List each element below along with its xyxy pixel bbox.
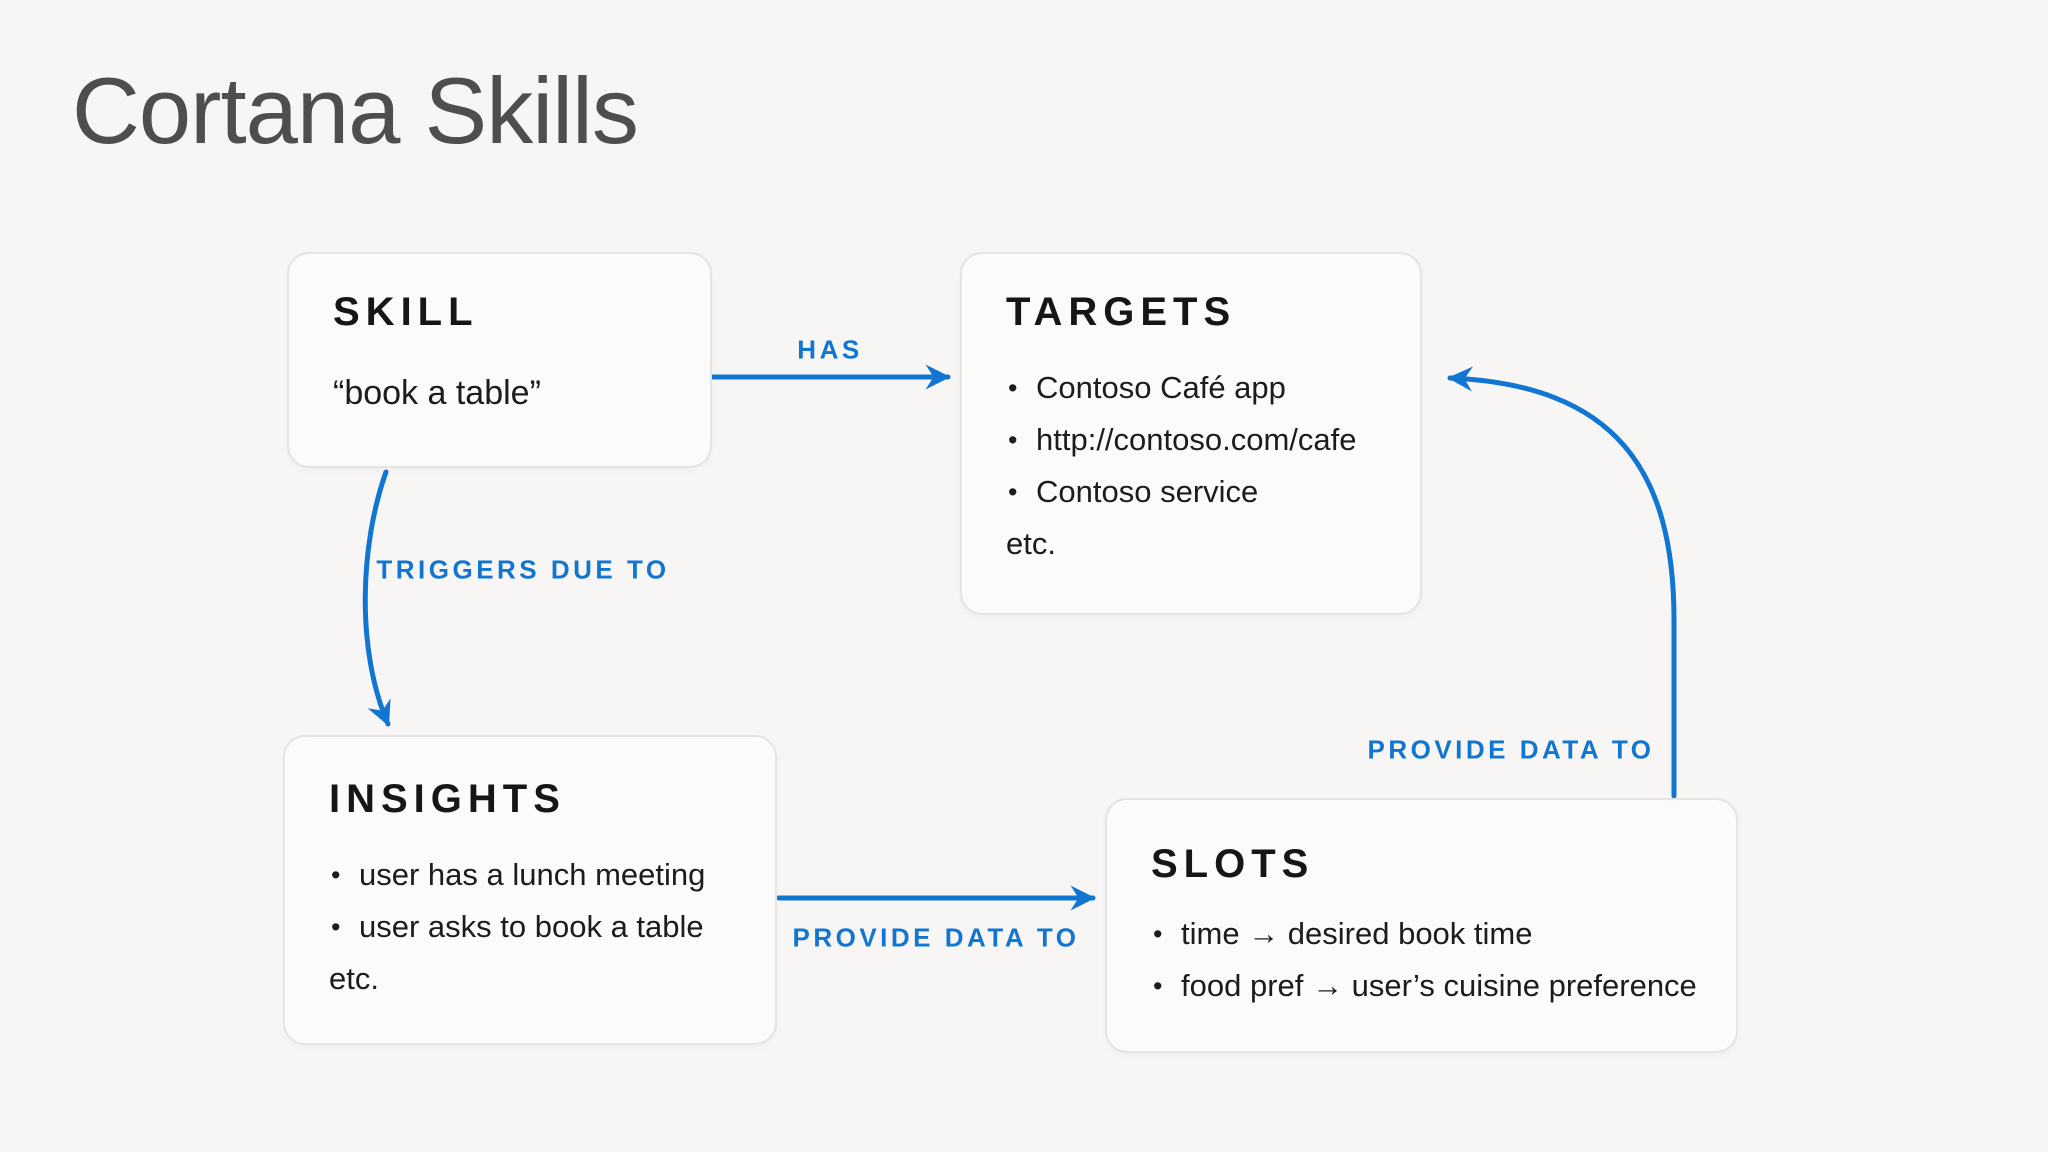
targets-list: Contoso Café app http://contoso.com/cafe… [1006, 362, 1376, 518]
slots-list: time → desired book time food pref → use… [1151, 908, 1697, 1012]
node-title: SLOTS [1151, 842, 1315, 886]
list-item: Contoso service [1006, 466, 1376, 518]
node-slots: SLOTS time → desired book time food pref… [1105, 798, 1738, 1053]
list-item: user has a lunch meeting [329, 849, 731, 901]
node-title: INSIGHTS [329, 777, 566, 821]
list-item: food pref → user’s cuisine preference [1151, 960, 1697, 1012]
edge-label-triggers-due-to: TRIGGERS DUE TO [376, 554, 670, 585]
list-footer-etc: etc. [1006, 526, 1056, 561]
edge-label-has: HAS [797, 334, 863, 365]
edge-label-provide-data-to-slots: PROVIDE DATA TO [792, 922, 1080, 953]
list-item: time → desired book time [1151, 908, 1692, 960]
page-title: Cortana Skills [72, 58, 639, 163]
node-subtitle: “book a table” [333, 374, 541, 412]
list-item: http://contoso.com/cafe [1006, 414, 1376, 466]
list-item: user asks to book a table [329, 901, 731, 953]
list-item: Contoso Café app [1006, 362, 1376, 414]
edge-provide-data-to-targets-arrow [1447, 366, 1677, 799]
list-footer-etc: etc. [329, 961, 379, 996]
insights-list: user has a lunch meeting user asks to bo… [329, 849, 731, 953]
node-title: TARGETS [1006, 290, 1237, 334]
node-targets: TARGETS Contoso Café app http://contoso.… [960, 252, 1422, 615]
edge-label-provide-data-to-targets: PROVIDE DATA TO [1367, 734, 1655, 765]
edge-triggers-due-to-arrow [362, 469, 391, 727]
node-title: SKILL [333, 290, 479, 334]
node-skill: SKILL “book a table” [287, 252, 712, 468]
node-insights: INSIGHTS user has a lunch meeting user a… [283, 735, 777, 1045]
